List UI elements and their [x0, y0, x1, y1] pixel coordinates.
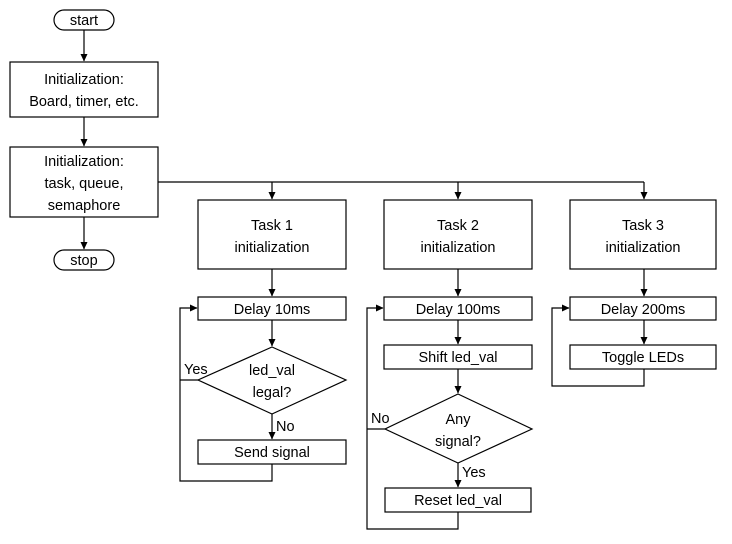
task3-toggle-label: Toggle LEDs: [602, 350, 684, 366]
task2-loop-line: [366, 304, 459, 530]
task2-shift-box: Shift led_val: [383, 344, 533, 370]
task1-send-signal-box: Send signal: [197, 439, 347, 465]
init-rtos-line1: Initialization:: [44, 154, 124, 170]
task3-delay-box: Delay 200ms: [569, 296, 717, 321]
task2-yes-label: Yes: [462, 465, 486, 481]
init-board-line1: Initialization:: [44, 72, 124, 88]
task1-yes-label: Yes: [184, 362, 208, 378]
start-node: start: [53, 9, 115, 31]
task2-delay-box: Delay 100ms: [383, 296, 533, 321]
init-rtos-line2: task, queue,: [45, 176, 124, 192]
init-rtos-box: Initialization: task, queue, semaphore: [9, 146, 159, 218]
task1-loop-line: [179, 304, 273, 482]
task2-init-box: Task 2 initialization: [383, 199, 533, 270]
task1-delay-box: Delay 10ms: [197, 296, 347, 321]
task2-title: Task 2: [437, 218, 479, 234]
stop-label: stop: [70, 253, 97, 269]
task1-decision-line1: led_val: [249, 363, 295, 379]
task3-delay-label: Delay 200ms: [601, 302, 686, 318]
task2-shift-label: Shift led_val: [419, 350, 498, 366]
start-label: start: [70, 13, 98, 29]
connectors: [80, 30, 648, 530]
init-rtos-line3: semaphore: [48, 198, 121, 214]
task3-title: Task 3: [622, 218, 664, 234]
init-board-line2: Board, timer, etc.: [29, 94, 139, 110]
task2-decision-line1: Any: [446, 412, 472, 428]
task3-toggle-box: Toggle LEDs: [569, 344, 717, 370]
task2-subtitle: initialization: [421, 240, 496, 256]
task1-decision-line2: legal?: [253, 385, 292, 401]
task2-decision: Any signal?: [383, 393, 534, 464]
task1-title: Task 1: [251, 218, 293, 234]
task3-subtitle: initialization: [606, 240, 681, 256]
task1-no-label: No: [276, 419, 295, 435]
init-board-box: Initialization: Board, timer, etc.: [9, 61, 159, 118]
task1-action-label: Send signal: [234, 445, 310, 461]
task3-init-box: Task 3 initialization: [569, 199, 717, 270]
task1-decision: led_val legal?: [196, 346, 348, 415]
task1-init-box: Task 1 initialization: [197, 199, 347, 270]
task2-delay-label: Delay 100ms: [416, 302, 501, 318]
stop-node: stop: [53, 249, 115, 271]
task2-reset-label: Reset led_val: [414, 493, 502, 509]
task1-subtitle: initialization: [235, 240, 310, 256]
task2-reset-box: Reset led_val: [384, 487, 532, 513]
task2-no-label: No: [371, 411, 390, 427]
task1-delay-label: Delay 10ms: [234, 302, 311, 318]
task2-decision-line2: signal?: [435, 434, 481, 450]
task3-loop-line: [551, 304, 645, 387]
